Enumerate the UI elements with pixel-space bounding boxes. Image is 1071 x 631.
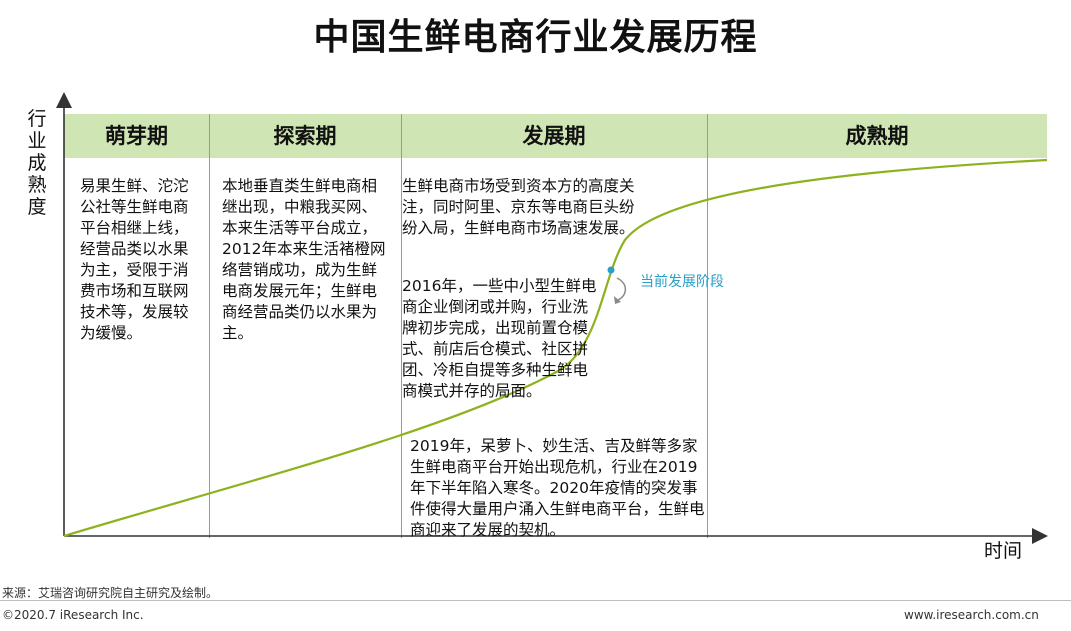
y-axis-label: 行业成熟度 <box>27 108 47 218</box>
growth-description-3: 2019年，呆萝卜、妙生活、吉及鲜等多家生鲜电商平台开始出现危机，行业在2019… <box>410 437 705 539</box>
exploration-description: 本地垂直类生鲜电商相继出现，中粮我买网、本来生活等平台成立，2012年本来生活褚… <box>222 177 386 342</box>
stage-divider-3 <box>707 114 708 538</box>
growth-description-1: 生鲜电商市场受到资本方的高度关注，同时阿里、京东等电商巨头纷纷入局，生鲜电商市场… <box>402 177 635 237</box>
stage-divider-2 <box>401 114 402 538</box>
source-note: 来源：艾瑞咨询研究院自主研究及绘制。 <box>2 586 219 600</box>
stage-divider-1 <box>209 114 210 538</box>
budding-description: 易果生鲜、沱沱公社等生鲜电商平台相继上线，经营品类以水果为主，受限于消费市场和互… <box>80 177 189 342</box>
x-axis-label: 时间 <box>984 540 1023 562</box>
diagram-canvas <box>56 92 1048 544</box>
copyright: ©2020.7 iResearch Inc. <box>2 608 144 622</box>
current-stage-dot <box>607 266 615 274</box>
stage-header-band <box>64 114 1047 158</box>
stage-exploration: 探索期 <box>273 124 337 148</box>
growth-description-2: 2016年，一些中小型生鲜电商企业倒闭或并购，行业洗牌初步完成，出现前置仓模式、… <box>402 277 597 400</box>
stage-growth: 发展期 <box>522 124 586 148</box>
current-stage-label: 当前发展阶段 <box>640 274 724 290</box>
growth-curve <box>63 158 1048 538</box>
stage-maturity: 成熟期 <box>845 124 909 148</box>
page-title: 中国生鲜电商行业发展历程 <box>313 17 758 58</box>
stage-budding: 萌芽期 <box>105 124 168 148</box>
current-stage-arrow-icon <box>616 277 627 301</box>
current-stage-arrowhead-icon <box>614 296 621 304</box>
website-url: www.iresearch.com.cn <box>904 608 1039 622</box>
footer-divider <box>0 600 1071 601</box>
